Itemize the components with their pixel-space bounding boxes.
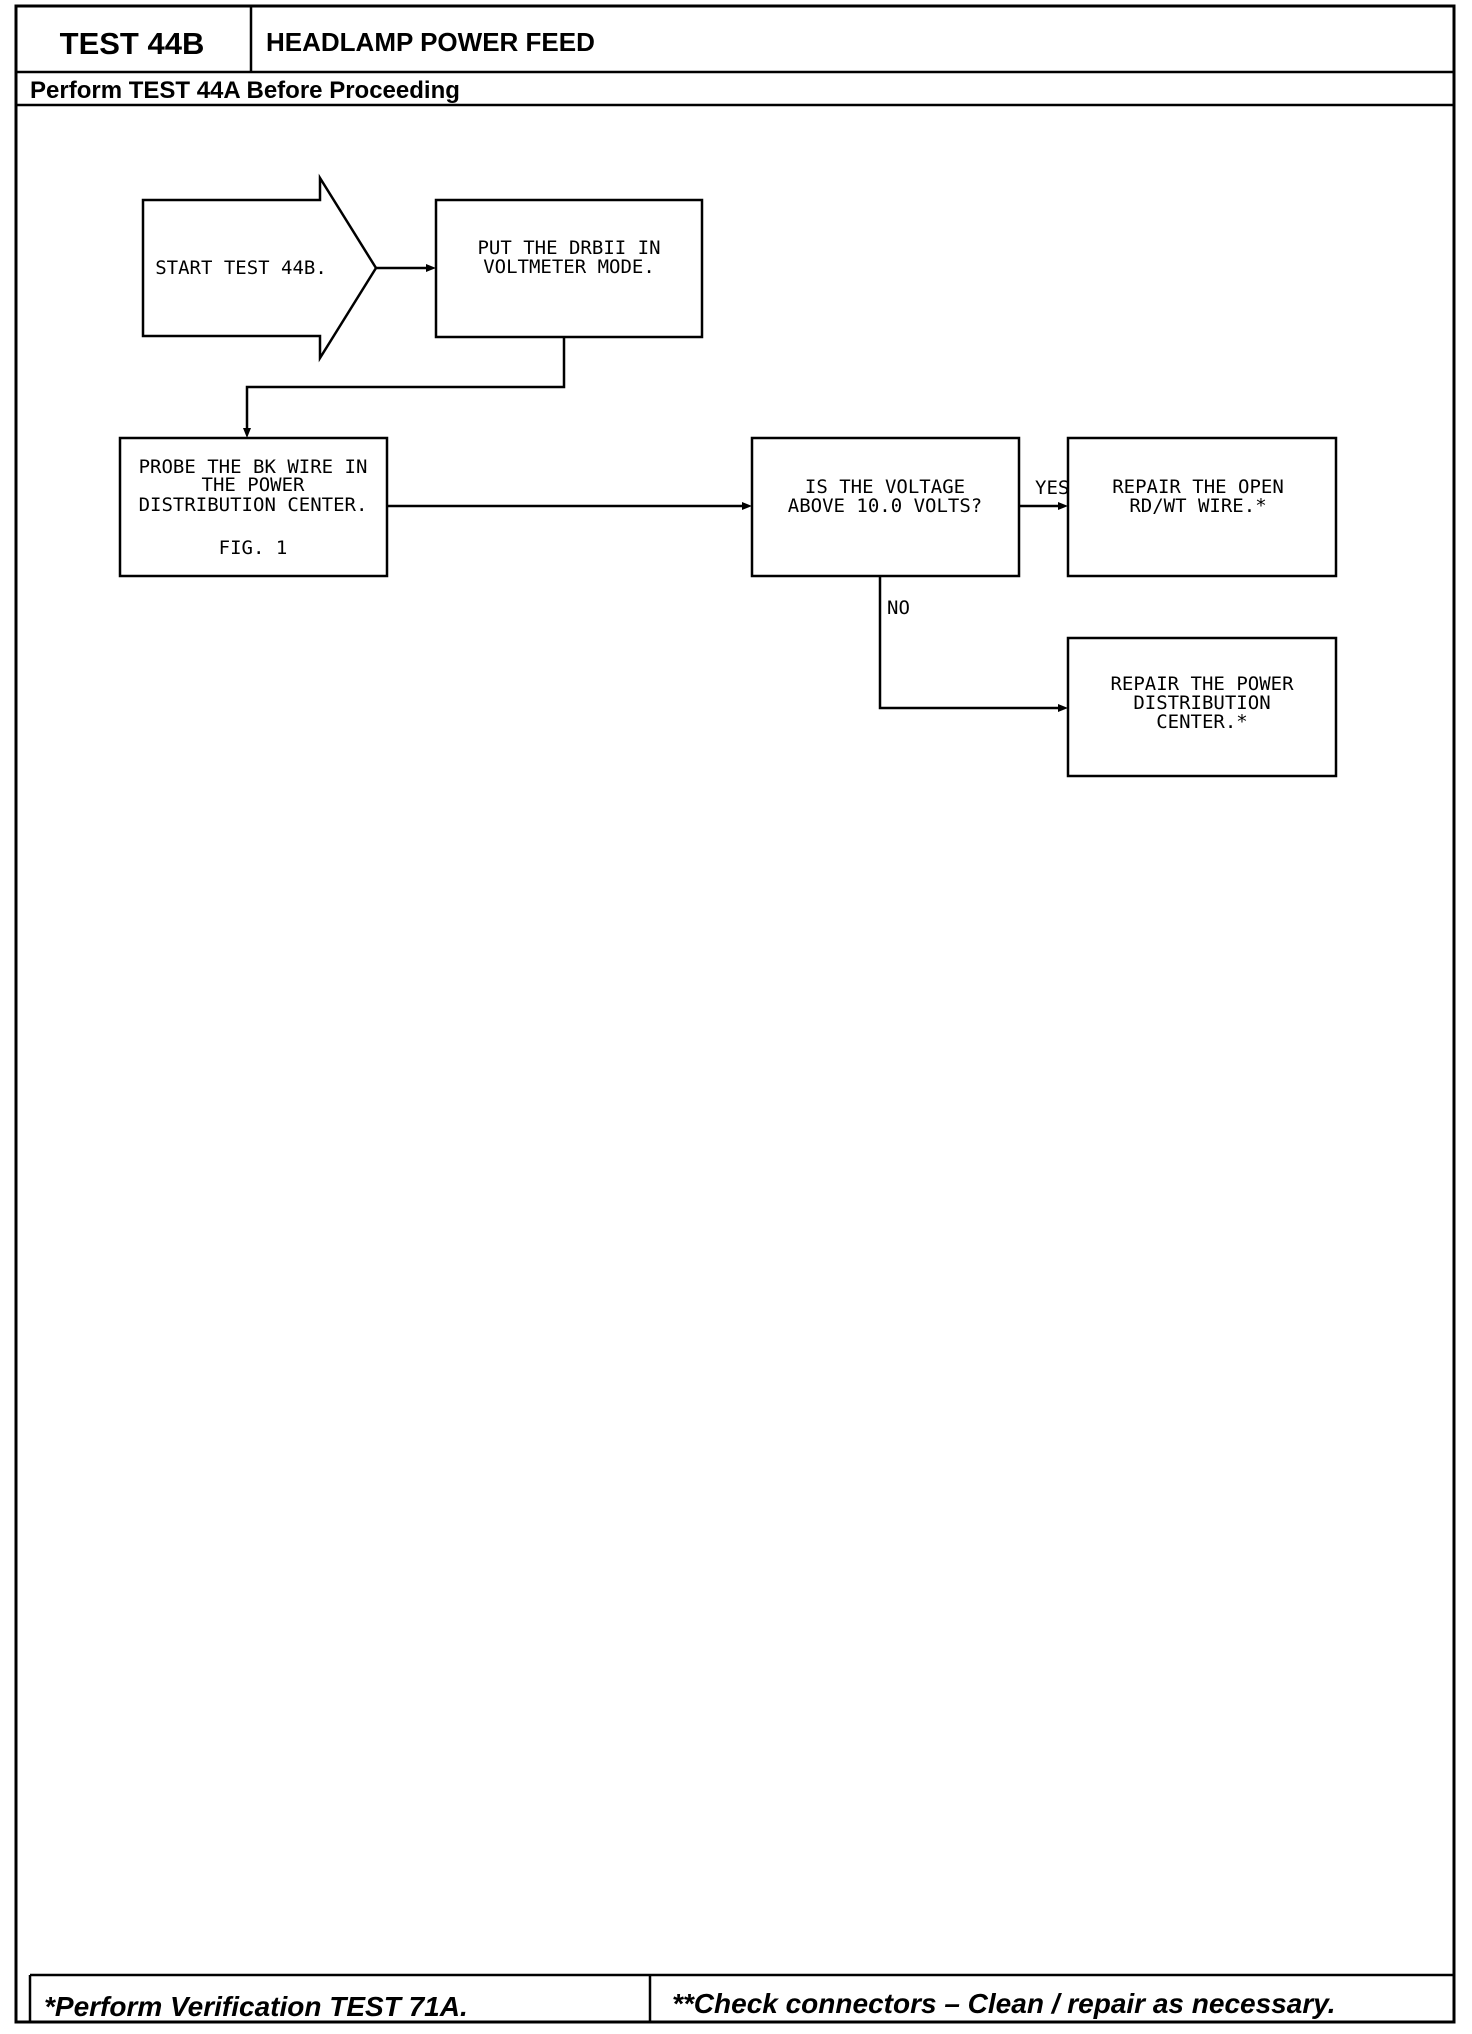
page-frame [14, 4, 1456, 2024]
footer-verification-note: *Perform Verification TEST 71A. [44, 1991, 468, 2022]
connector-voltmeter-to-probe [245, 337, 566, 430]
arrowhead-probe-to-decision [742, 502, 752, 510]
result-yes-box [1066, 436, 1338, 578]
test-id: TEST 44B [60, 26, 205, 61]
step-probe-box [118, 436, 389, 578]
arrowhead-yes-branch [1058, 502, 1068, 510]
test-title: HEADLAMP POWER FEED [266, 27, 595, 57]
step-probe-line-1: PROBE THE BK WIRE IN [139, 456, 368, 478]
arrowhead-start-to-voltmeter [426, 264, 436, 272]
result-yes-line-1: REPAIR THE OPEN [1112, 476, 1284, 498]
step-probe-figure-ref: FIG. 1 [219, 537, 288, 559]
result-no-line-3: CENTER.* [1156, 711, 1248, 733]
step-voltmeter-line-2: VOLTMETER MODE. [483, 256, 655, 278]
start-label: START TEST 44B. [155, 257, 327, 279]
start-arrow-shape [141, 173, 378, 363]
step-probe-line-2: THE POWER [202, 474, 306, 496]
branch-yes-label: YES [1035, 477, 1069, 499]
arrowhead-no-branch [1058, 704, 1068, 712]
decision-voltage-line-1: IS THE VOLTAGE [805, 476, 965, 498]
connector-no-branch [878, 576, 1060, 710]
result-no-line-2: DISTRIBUTION [1133, 692, 1270, 714]
step-voltmeter-line-1: PUT THE DRBII IN [477, 237, 660, 259]
result-no-line-1: REPAIR THE POWER [1110, 673, 1294, 695]
step-voltmeter-box [434, 198, 704, 339]
branch-no-label: NO [887, 597, 910, 619]
decision-voltage-box [750, 436, 1021, 578]
step-probe-line-3: DISTRIBUTION CENTER. [139, 494, 368, 516]
result-no-box [1066, 636, 1338, 778]
footer-connector-note: **Check connectors – Clean / repair as n… [672, 1988, 1336, 2019]
decision-voltage-line-2: ABOVE 10.0 VOLTS? [788, 495, 982, 517]
arrowhead-voltmeter-to-probe [243, 428, 251, 438]
prerequisite-note: Perform TEST 44A Before Proceeding [30, 77, 460, 104]
result-yes-line-2: RD/WT WIRE.* [1129, 495, 1266, 517]
